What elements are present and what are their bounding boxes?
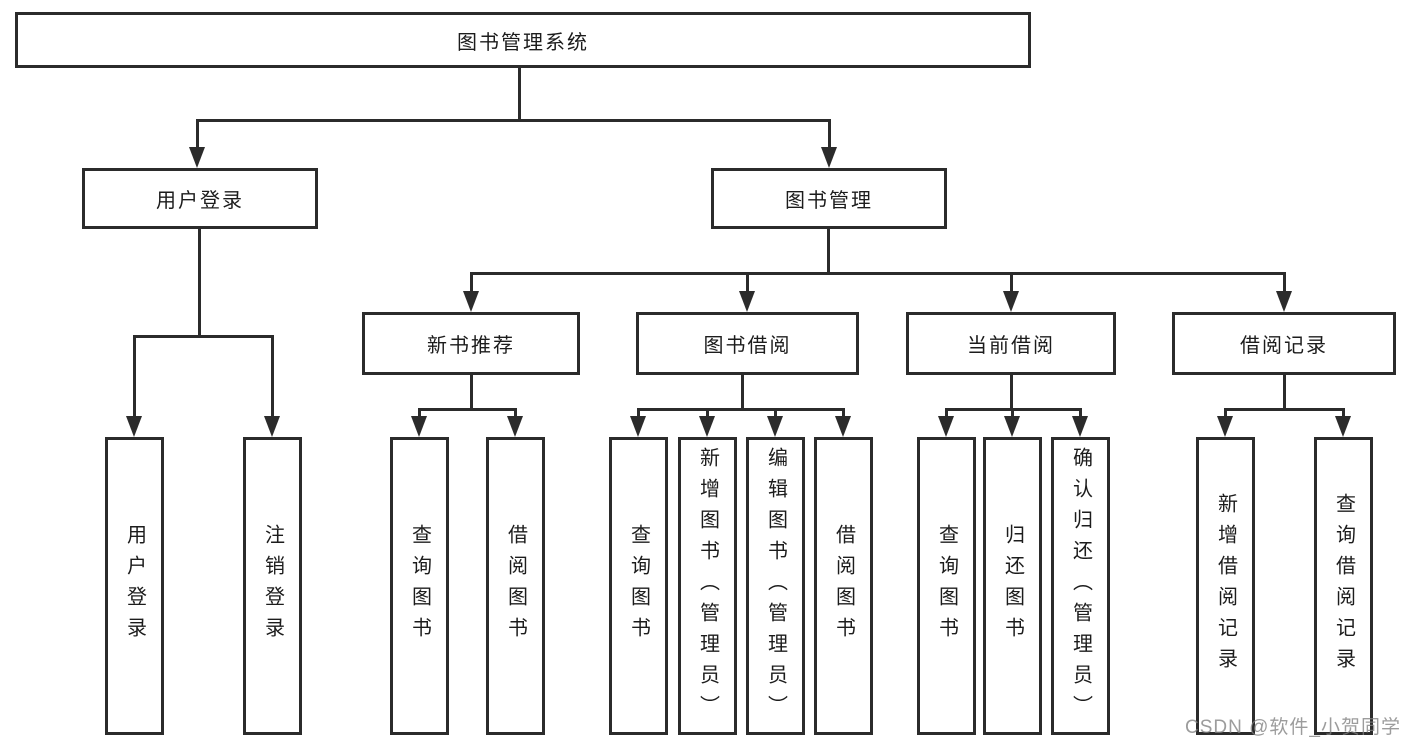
arrow-down-icon — [411, 416, 427, 437]
connector-line — [774, 408, 777, 420]
connector-line — [1224, 408, 1345, 411]
leaf-borrow-edit-book-admin: 编辑图书（管理员） — [746, 437, 805, 735]
connector-line — [637, 408, 845, 411]
arrow-down-icon — [507, 416, 523, 437]
connector-line — [133, 335, 274, 338]
arrow-down-icon — [463, 291, 479, 312]
leaf-label: 借阅图书 — [832, 524, 855, 648]
connector-line — [827, 229, 830, 274]
arrow-down-icon — [1072, 416, 1088, 437]
leaf-label: 确认归还（管理员） — [1069, 446, 1092, 726]
connector-line — [1283, 375, 1286, 410]
arrow-down-icon — [1004, 416, 1020, 437]
connector-line — [1342, 408, 1345, 420]
leaf-label: 归还图书 — [1001, 524, 1024, 648]
leaf-borrow-query-book: 查询图书 — [609, 437, 668, 735]
connector-line — [470, 272, 1286, 275]
leaf-label: 新增借阅记录 — [1214, 493, 1237, 679]
arrow-down-icon — [126, 416, 142, 437]
leaf-label: 借阅图书 — [504, 524, 527, 648]
connector-line — [828, 119, 831, 151]
leaf-record-query-borrow-record: 查询借阅记录 — [1314, 437, 1373, 735]
arrow-down-icon — [1003, 291, 1019, 312]
connector-line — [1079, 408, 1082, 420]
connector-line — [196, 119, 830, 122]
connector-line — [514, 408, 517, 420]
node-borrow-record: 借阅记录 — [1172, 312, 1396, 375]
connector-line — [746, 272, 749, 294]
connector-line — [518, 68, 521, 122]
node-book-borrow: 图书借阅 — [636, 312, 859, 375]
leaf-current-query-book: 查询图书 — [917, 437, 976, 735]
arrow-down-icon — [189, 147, 205, 168]
node-user-login: 用户登录 — [82, 168, 318, 229]
leaf-label: 查询图书 — [627, 524, 650, 648]
arrow-down-icon — [630, 416, 646, 437]
leaf-label: 编辑图书（管理员） — [764, 446, 787, 726]
arrow-down-icon — [1217, 416, 1233, 437]
leaf-borrow-borrow-book: 借阅图书 — [814, 437, 873, 735]
leaf-current-confirm-return-admin: 确认归还（管理员） — [1051, 437, 1110, 735]
connector-line — [271, 335, 274, 419]
connector-line — [1283, 272, 1286, 294]
leaf-recommend-borrow-book: 借阅图书 — [486, 437, 545, 735]
arrow-down-icon — [1335, 416, 1351, 437]
arrow-down-icon — [699, 416, 715, 437]
connector-line — [470, 272, 473, 294]
csdn-watermark: CSDN @软件_小贺同学 — [1185, 717, 1401, 738]
node-library-system: 图书管理系统 — [15, 12, 1031, 68]
leaf-current-return-book: 归还图书 — [983, 437, 1042, 735]
connector-line — [1010, 375, 1013, 410]
connector-line — [1010, 272, 1013, 294]
connector-line — [741, 375, 744, 410]
connector-line — [1011, 408, 1014, 420]
leaf-logout-login: 注销登录 — [243, 437, 302, 735]
arrow-down-icon — [767, 416, 783, 437]
leaf-borrow-add-book-admin: 新增图书（管理员） — [678, 437, 737, 735]
node-book-management: 图书管理 — [711, 168, 947, 229]
leaf-label: 查询图书 — [408, 524, 431, 648]
arrow-down-icon — [835, 416, 851, 437]
connector-line — [842, 408, 845, 420]
arrow-down-icon — [1276, 291, 1292, 312]
connector-line — [196, 119, 199, 151]
connector-line — [637, 408, 640, 420]
leaf-label: 查询借阅记录 — [1332, 493, 1355, 679]
connector-line — [418, 408, 517, 411]
arrow-down-icon — [938, 416, 954, 437]
arrow-down-icon — [821, 147, 837, 168]
arrow-down-icon — [264, 416, 280, 437]
node-new-book-recommend: 新书推荐 — [362, 312, 580, 375]
node-current-borrow: 当前借阅 — [906, 312, 1116, 375]
connector-line — [133, 335, 136, 419]
connector-line — [1224, 408, 1227, 420]
connector-line — [418, 408, 421, 420]
leaf-label: 查询图书 — [935, 524, 958, 648]
leaf-label: 注销登录 — [261, 524, 284, 648]
leaf-record-add-borrow-record: 新增借阅记录 — [1196, 437, 1255, 735]
connector-line — [198, 229, 201, 337]
connector-line — [945, 408, 948, 420]
connector-line — [470, 375, 473, 410]
connector-line — [706, 408, 709, 420]
leaf-label: 用户登录 — [123, 524, 146, 648]
arrow-down-icon — [739, 291, 755, 312]
leaf-label: 新增图书（管理员） — [696, 446, 719, 726]
leaf-recommend-query-book: 查询图书 — [390, 437, 449, 735]
leaf-user-login: 用户登录 — [105, 437, 164, 735]
